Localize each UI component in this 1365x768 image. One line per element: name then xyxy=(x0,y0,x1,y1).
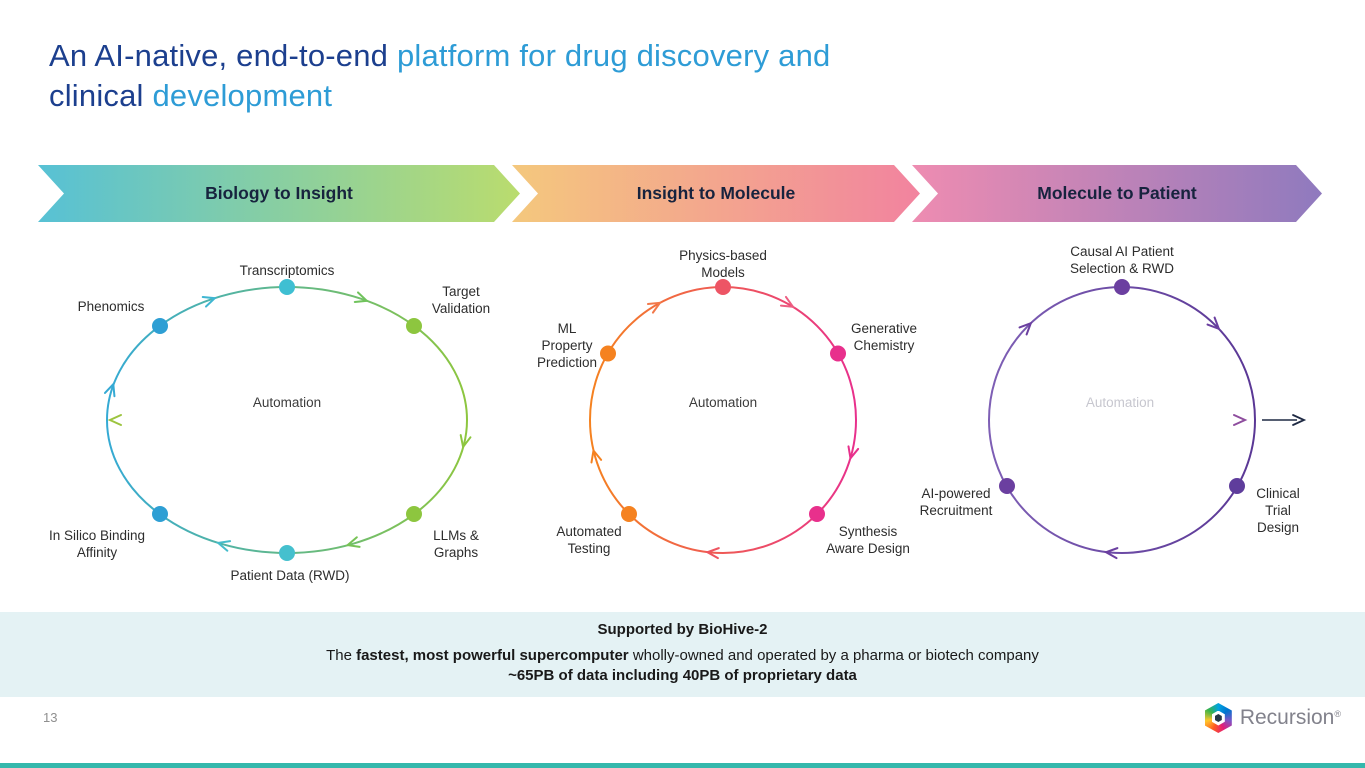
cycle1-flow-arrows xyxy=(103,291,472,552)
node-dot-ai-powered-recruitment xyxy=(999,478,1015,494)
biohive-description-prefix: The xyxy=(326,647,357,664)
title-segment-dark: clinical xyxy=(49,78,153,114)
node-label-generative-chemistry: Generative Chemistry xyxy=(850,321,918,353)
node-label-ml-property-prediction: ML Property Prediction xyxy=(536,321,598,370)
biohive-description-bold: fastest, most powerful supercomputer xyxy=(356,647,629,664)
biohive-data-stat: ~65PB of data including 40PB of propriet… xyxy=(508,667,857,684)
node-dot-phenomics xyxy=(152,318,168,334)
node-dot-transcriptomics xyxy=(279,279,295,295)
node-label-clinical-trial-design: Clinical Trial Design xyxy=(1256,486,1300,535)
banner-label: Molecule to Patient xyxy=(1037,183,1197,203)
node-label-physics-based-models: Physics-based Models xyxy=(679,248,767,280)
banner-label: Biology to Insight xyxy=(205,183,353,203)
registered-trademark-icon: ® xyxy=(1334,709,1341,719)
recursion-hexagon-icon xyxy=(1204,703,1232,733)
axis-left-arrowhead xyxy=(107,414,122,426)
page-title: An AI-native, end-to-end platform for dr… xyxy=(49,36,830,117)
cycle2-flow-arrows xyxy=(590,295,860,560)
automation-label-cycle3: Automation xyxy=(1085,395,1155,410)
title-segment-light: development xyxy=(152,78,333,114)
automation-label-cycle1: Automation xyxy=(252,395,322,410)
process-banners: Biology to Insight Insight to Molecule M… xyxy=(0,165,1365,222)
node-dot-clinical-trial-design xyxy=(1229,478,1245,494)
recursion-logo: Recursion® xyxy=(1204,703,1341,733)
node-dot-physics-based-models xyxy=(715,279,731,295)
automation-axis xyxy=(107,414,1307,426)
axis-dark-arrowhead xyxy=(1292,414,1307,426)
node-label-in-silico-binding-affinity: In Silico Binding Affinity xyxy=(48,528,146,560)
banner-label: Insight to Molecule xyxy=(636,183,796,203)
banner-biology-to-insight: Biology to Insight xyxy=(38,165,520,222)
node-dot-llms-graphs xyxy=(406,506,422,522)
page-number: 13 xyxy=(43,710,58,725)
node-dot-causal-ai-patient-selection xyxy=(1114,279,1130,295)
automation-label-cycle2: Automation xyxy=(688,395,758,410)
node-dot-synthesis-aware-design xyxy=(809,506,825,522)
title-segment-dark: An AI-native, end-to-end xyxy=(49,38,397,73)
node-dot-generative-chemistry xyxy=(830,345,846,362)
node-label-phenomics: Phenomics xyxy=(77,299,145,314)
biohive-banner: Supported by BioHive-2 The fastest, most… xyxy=(0,612,1365,697)
cycle3-flow-arrows xyxy=(1018,316,1221,560)
node-label-transcriptomics: Transcriptomics xyxy=(239,263,335,278)
node-label-synthesis-aware-design: Synthesis Aware Design xyxy=(826,524,910,556)
title-segment-light: platform for drug discovery and xyxy=(396,38,831,73)
node-dot-ml-property-prediction xyxy=(600,345,616,362)
node-label-automated-testing: Automated Testing xyxy=(556,524,622,556)
axis-right-arrowhead xyxy=(1233,414,1248,426)
recursion-logo-text: Recursion xyxy=(1239,706,1335,729)
node-label-target-validation: Target Validation xyxy=(431,284,491,316)
node-label-llms-graphs: LLMs & Graphs xyxy=(433,528,479,560)
banner-insight-to-molecule: Insight to Molecule xyxy=(512,165,920,222)
node-dot-automated-testing xyxy=(621,506,637,522)
node-dot-patient-data-rwd xyxy=(279,545,295,561)
biohive-heading: Supported by BioHive-2 xyxy=(597,621,768,638)
node-dot-target-validation xyxy=(406,318,422,334)
node-label-ai-powered-recruitment: AI-powered Recruitment xyxy=(919,486,993,518)
banner-molecule-to-patient: Molecule to Patient xyxy=(912,165,1322,222)
biohive-description: The fastest, most powerful supercomputer… xyxy=(0,647,1365,664)
biohive-description-suffix: wholly-owned and operated by a pharma or… xyxy=(628,647,1039,664)
bottom-accent-bar xyxy=(0,763,1365,768)
node-dot-in-silico-binding-affinity xyxy=(152,506,168,522)
node-label-causal-ai-patient-selection: Causal AI Patient Selection & RWD xyxy=(1069,244,1175,276)
node-label-patient-data-rwd: Patient Data (RWD) xyxy=(230,568,350,583)
